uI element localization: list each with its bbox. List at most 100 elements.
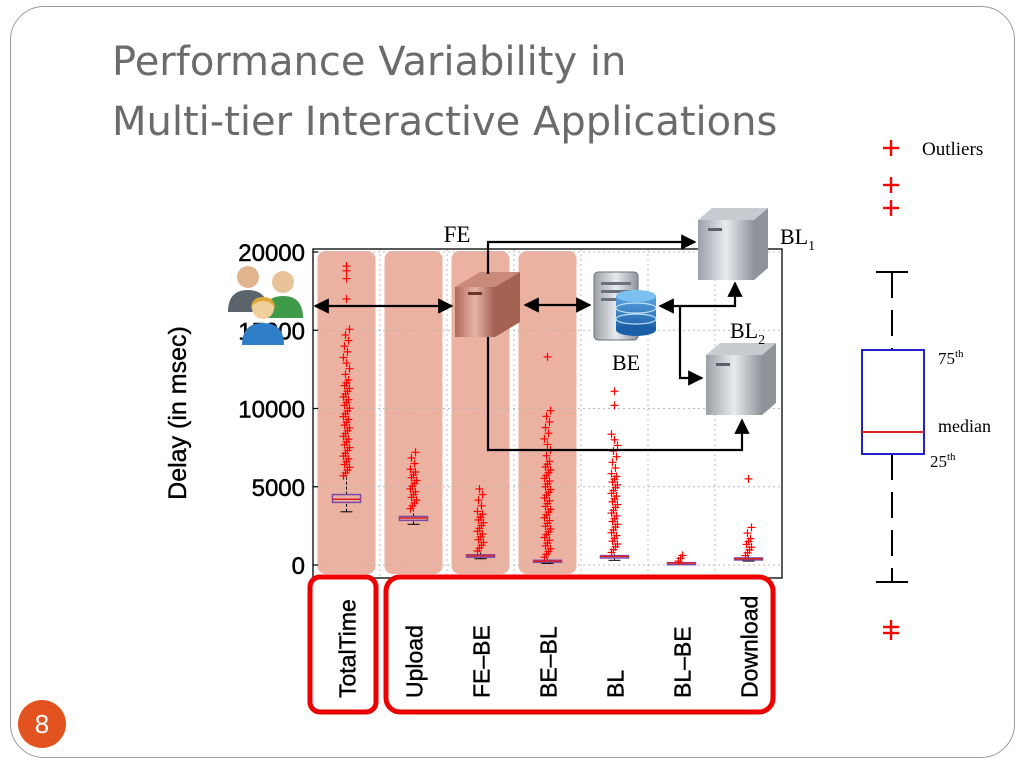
y-axis-label: Delay (in msec) <box>164 326 192 500</box>
outlier-totaltime <box>345 404 354 413</box>
arrow-be-bl1 <box>658 281 743 314</box>
y-tick-label-10000: 10000 <box>238 397 305 424</box>
outlier-totaltime <box>344 415 353 424</box>
outlier-totaltime <box>345 443 354 452</box>
outlier-bl <box>612 452 621 461</box>
legend-box <box>861 349 925 455</box>
database-icon <box>615 290 657 336</box>
box-totaltime <box>331 493 362 504</box>
legend-75th-label: 75th <box>938 348 964 368</box>
outlier-be-bl <box>545 536 554 545</box>
outlier-be-bl <box>541 423 550 432</box>
outlier-be-bl <box>542 412 551 421</box>
outlier-totaltime <box>342 274 351 283</box>
page-number-badge: 8 <box>18 700 66 748</box>
outlier-fe-be <box>478 490 487 499</box>
outlier-upload <box>412 496 421 505</box>
outlier-totaltime <box>345 384 354 393</box>
x-tick-label-upload: Upload <box>402 625 428 698</box>
outlier-be-bl <box>546 406 555 415</box>
bl1-label: BL1 <box>780 224 815 254</box>
outlier-totaltime <box>344 336 353 345</box>
outlier-totaltime <box>345 364 354 373</box>
highlight-totaltime <box>317 251 376 574</box>
title-line-2: Multi-tier Interactive Applications <box>112 99 778 145</box>
arrow-fe-bl1 <box>486 234 697 274</box>
outlier-upload <box>411 448 420 457</box>
users-icon <box>228 266 303 345</box>
outlier-download <box>746 534 755 543</box>
outlier-bl <box>610 401 619 410</box>
fe-label: FE <box>444 222 471 247</box>
outlier-bl <box>612 492 621 501</box>
x-tick-label-download: Download <box>737 596 763 698</box>
legend-median-label: median <box>938 416 991 436</box>
legend-25th-label: 25th <box>930 451 956 471</box>
outlier-bl <box>613 441 622 450</box>
outlier-totaltime <box>341 370 350 379</box>
outlier-fe-be <box>477 501 486 510</box>
outlier-be-bl <box>546 544 555 553</box>
x-tick-label-bl-be: BL–BE <box>670 626 696 698</box>
outlier-bl <box>607 430 616 439</box>
x-tick-label-totaltime: TotalTime <box>335 599 361 698</box>
outlier-totaltime <box>342 262 351 271</box>
outlier-bl <box>611 463 620 472</box>
outlier-upload <box>406 465 415 474</box>
group-outline-components <box>383 574 776 715</box>
outlier-download <box>743 529 752 538</box>
bl2-label: BL2 <box>730 318 765 348</box>
outlier-be-bl <box>545 516 554 525</box>
outlier-upload <box>411 487 420 496</box>
outlier-totaltime <box>345 423 354 432</box>
outlier-be-bl <box>544 429 553 438</box>
outlier-totaltime <box>344 376 353 385</box>
outlier-totaltime <box>345 325 354 334</box>
outlier-fe-be <box>474 496 483 505</box>
outlier-be-bl <box>543 352 552 361</box>
outlier-bl <box>612 472 621 481</box>
outlier-bl <box>612 511 621 520</box>
outlier-be-bl <box>545 457 554 466</box>
outlier-bl <box>613 540 622 549</box>
outlier-be-bl <box>540 434 549 443</box>
title-line-1: Performance Variability in <box>112 39 627 85</box>
outlier-bl <box>608 458 617 467</box>
outlier-totaltime <box>344 395 353 404</box>
outlier-be-bl <box>545 417 554 426</box>
outlier-totaltime <box>339 353 348 362</box>
flow-arrows <box>313 234 750 452</box>
outlier-bl <box>613 480 622 489</box>
outlier-fe-be <box>475 484 484 493</box>
outlier-be-bl <box>546 505 555 514</box>
x-tick-label-fe-be: FE–BE <box>469 625 495 698</box>
outlier-download <box>747 543 756 552</box>
fe-server-icon <box>455 272 520 337</box>
outlier-bl-be <box>678 551 687 560</box>
outlier-be-bl <box>545 477 554 486</box>
outlier-totaltime <box>344 435 353 444</box>
outlier-bl <box>612 531 621 540</box>
outlier-be-bl <box>546 465 555 474</box>
outlier-bl <box>607 469 616 478</box>
x-tick-label-be-bl: BE–BL <box>536 626 562 698</box>
slide-frame <box>10 6 1015 758</box>
be-label: BE <box>612 350 640 375</box>
outlier-totaltime <box>342 359 351 368</box>
outlier-upload <box>411 468 420 477</box>
outlier-be-bl <box>546 525 555 534</box>
outlier-fe-be <box>478 510 487 519</box>
y-tick-label-0: 0 <box>292 553 305 580</box>
outlier-be-bl <box>545 496 554 505</box>
outlier-totaltime <box>340 342 349 351</box>
outlier-fe-be <box>473 507 482 516</box>
outlier-bl <box>613 520 622 529</box>
highlight-upload <box>384 251 443 574</box>
outlier-be-bl <box>543 440 552 449</box>
outlier-bl <box>610 387 619 396</box>
highlight-be-bl <box>518 251 577 574</box>
outlier-bl <box>613 500 622 509</box>
outlier-bl <box>610 435 619 444</box>
boxplot-legend <box>861 140 925 640</box>
y-tick-label-5000: 5000 <box>252 475 305 502</box>
